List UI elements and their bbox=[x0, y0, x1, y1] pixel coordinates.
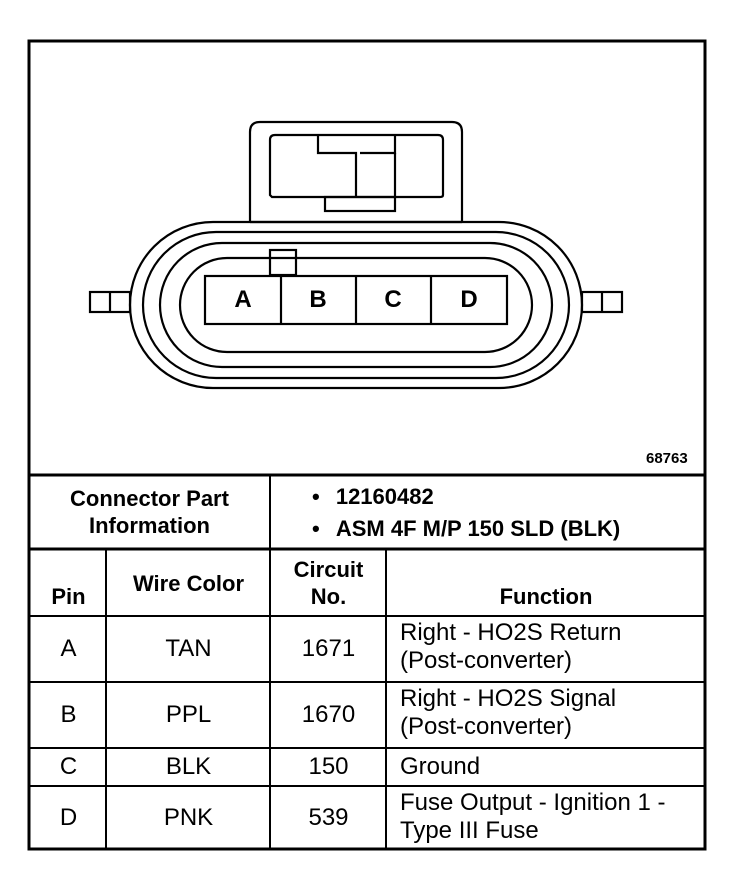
pin-label-b: B bbox=[309, 286, 327, 313]
connector-drawing bbox=[88, 120, 624, 390]
part-info-label-line1: Connector Part bbox=[70, 486, 229, 511]
row-d-circuit: 539 bbox=[308, 803, 349, 831]
connector-key bbox=[268, 248, 298, 277]
part-number-item: • 12160482 bbox=[312, 484, 434, 510]
row-a-function-line2: (Post-converter) bbox=[400, 647, 573, 674]
row-b-function-line2: (Post-converter) bbox=[400, 713, 573, 740]
header-function: Function bbox=[499, 583, 593, 609]
row-c-pin: C bbox=[59, 753, 78, 780]
row-d-function: Fuse Output - Ignition 1 - Type III Fuse bbox=[400, 789, 700, 847]
row-b-pin: B bbox=[60, 701, 77, 728]
part-description: ASM 4F M/P 150 SLD (BLK) bbox=[335, 516, 621, 541]
part-info-label-line2: Information bbox=[89, 513, 210, 538]
part-info-label: Connector Part Information bbox=[31, 477, 268, 547]
row-b-circuit: 1670 bbox=[301, 701, 356, 728]
pin-label-c: C bbox=[384, 286, 402, 313]
connector-latch bbox=[248, 120, 464, 222]
row-a-pin: A bbox=[60, 635, 77, 662]
row-c-function: Ground bbox=[400, 753, 481, 780]
row-a-circuit: 1671 bbox=[301, 635, 356, 662]
header-wire-color: Wire Color bbox=[132, 570, 245, 596]
row-a-function-line1: Right - HO2S Return bbox=[400, 619, 622, 646]
pin-label-a: A bbox=[234, 286, 252, 313]
row-a-wire-color: TAN bbox=[165, 635, 212, 662]
header-pin: Pin bbox=[51, 583, 86, 609]
pin-label-d: D bbox=[460, 286, 478, 313]
bullet: • bbox=[312, 484, 320, 509]
row-d-function-line2: Type III Fuse bbox=[400, 817, 539, 844]
header-circuit: Circuit No. bbox=[271, 552, 386, 614]
row-a-function: Right - HO2S Return (Post-converter) bbox=[400, 619, 700, 679]
part-number: 12160482 bbox=[335, 484, 434, 509]
row-d-function-line1: Fuse Output - Ignition 1 - bbox=[400, 789, 666, 816]
header-circuit-line2: No. bbox=[310, 584, 347, 609]
row-b-wire-color: PPL bbox=[165, 701, 212, 728]
bullet: • bbox=[312, 516, 320, 541]
connector-body-outer bbox=[128, 220, 584, 390]
figure-number: 68763 bbox=[646, 450, 688, 467]
row-b-function-line1: Right - HO2S Signal bbox=[400, 685, 617, 712]
outer-frame bbox=[27, 39, 707, 851]
row-c-circuit: 150 bbox=[308, 753, 349, 780]
row-b-function: Right - HO2S Signal (Post-converter) bbox=[400, 685, 700, 745]
row-c-wire-color: BLK bbox=[165, 753, 212, 780]
row-d-pin: D bbox=[59, 803, 78, 831]
part-description-item: • ASM 4F M/P 150 SLD (BLK) bbox=[312, 516, 620, 542]
header-circuit-line1: Circuit bbox=[293, 557, 364, 582]
row-d-wire-color: PNK bbox=[163, 803, 214, 831]
